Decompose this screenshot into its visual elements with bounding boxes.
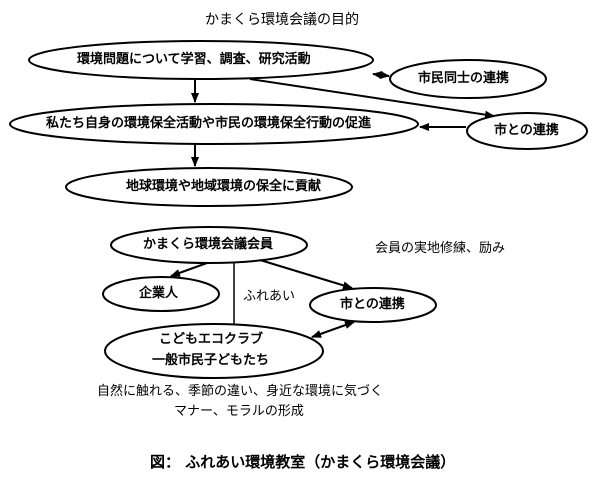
arrow-members-to-city (259, 259, 353, 290)
diagram-title: かまくら環境会議の目的 (205, 12, 359, 28)
label-members: かまくら環境会議会員 (143, 237, 274, 252)
label-contribution: 地球環境や地域環境の保全に貢献 (126, 179, 322, 194)
figure-caption: 図： ふれあい環境教室（かまくら環境会議） (150, 453, 456, 471)
node-study (28, 40, 374, 80)
label-business: 企業人 (139, 286, 179, 301)
node-promotion (9, 103, 419, 145)
label-city-top: 市との連携 (494, 123, 559, 138)
label-kids-line2: 一般市民子どもたち (152, 353, 270, 368)
node-city-top (466, 112, 588, 150)
note-line2: マナー、モラルの形成 (174, 404, 304, 419)
label-kids-line1: こどもエコクラブ (159, 332, 264, 347)
node-city-bottom (309, 287, 437, 323)
label-citizens: 市民同士の連携 (418, 71, 510, 86)
arrow-members-to-business (170, 262, 208, 277)
label-members-note: 会員の実地修練、励み (375, 241, 506, 256)
label-fureai: ふれあい (243, 289, 296, 304)
node-kids (104, 323, 324, 379)
label-city-bottom: 市との連携 (340, 297, 405, 312)
arrow-study-citizens (372, 70, 390, 80)
arrow-city-kids (311, 321, 355, 338)
node-business (102, 276, 220, 312)
note-line1: 自然に触れる、季節の違い、身近な環境に気づく (97, 384, 384, 399)
label-study: 環境問題について学習、調査、研究活動 (77, 52, 311, 67)
label-promotion: 私たち自身の環境保全活動や市民の環境保全行動の促進 (46, 116, 372, 131)
node-citizens (389, 59, 547, 99)
node-members (110, 226, 308, 264)
node-contribution (65, 167, 353, 207)
arrow-study-to-city (249, 78, 495, 119)
